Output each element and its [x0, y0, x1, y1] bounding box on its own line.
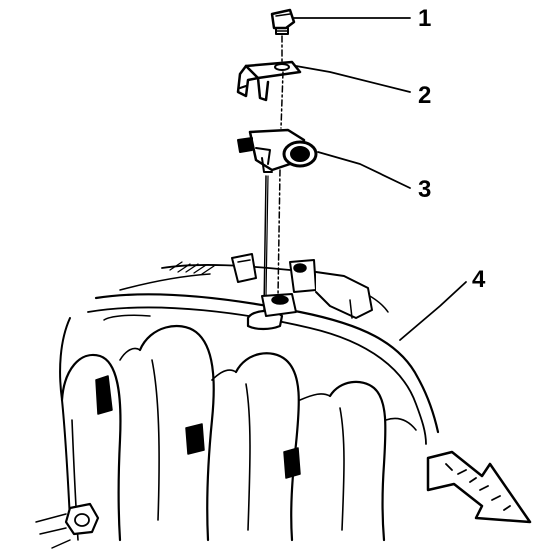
- intake-manifold-part: [35, 253, 440, 549]
- front-arrow-icon: [426, 450, 532, 524]
- sensor-part: [237, 128, 318, 173]
- callout-number-2: 2: [418, 82, 432, 109]
- callout-number-1: 1: [418, 5, 432, 32]
- callout-number-4: 4: [472, 266, 486, 293]
- bolt-part: [270, 8, 296, 35]
- leader-lines: [293, 17, 467, 341]
- bracket-part: [236, 60, 302, 102]
- callout-number-3: 3: [418, 176, 432, 203]
- assembly-centerline: [263, 35, 284, 311]
